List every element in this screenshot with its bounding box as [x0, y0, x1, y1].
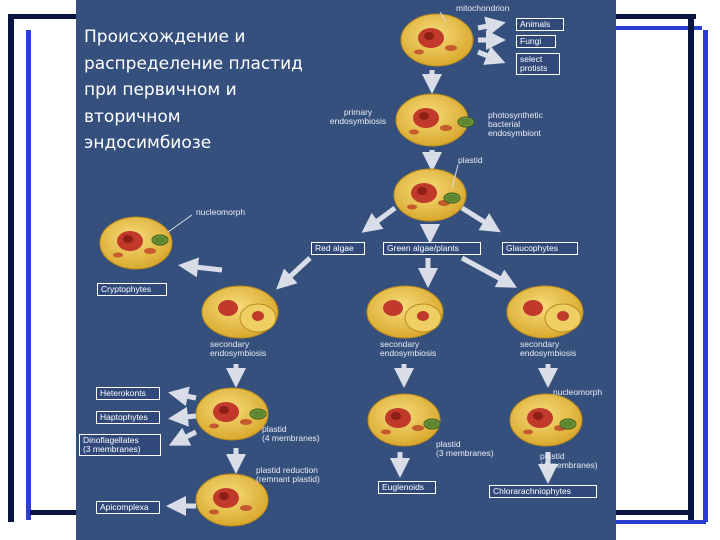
box-chlorarachniophytes: Chlorarachniophytes — [489, 485, 597, 498]
label-nucleomorph-2: nucleomorph — [553, 387, 603, 397]
box-haptophytes: Haptophytes — [96, 411, 160, 424]
frame-bar-right-blue — [703, 30, 708, 522]
cell-secondary-3 — [506, 285, 584, 339]
box-animals: Animals — [516, 18, 564, 31]
label-secondary-1: secondary endosymbiosis — [210, 339, 267, 358]
box-heterokonts: Heterokonts — [96, 387, 160, 400]
frame-bar-bottom-right-blue — [616, 520, 706, 524]
frame-bar-right-dark — [688, 14, 694, 522]
box-apicomplexa: Apicomplexa — [96, 501, 160, 514]
frame-bar-top-dark — [8, 14, 76, 19]
label-mitochondrion: mitochondrion — [456, 3, 510, 13]
frame-bar-top-right-dark — [616, 14, 696, 19]
label-primary-endosymbiosis: primary endosymbiosis — [329, 107, 387, 126]
box-cryptophytes: Cryptophytes — [97, 283, 167, 296]
arrow-animals — [477, 16, 506, 37]
box-red-algae: Red algae — [311, 242, 365, 255]
box-select-protists: select protists — [516, 53, 560, 75]
arrow-protists — [477, 46, 506, 65]
frame-bar-left-dark — [8, 14, 14, 522]
label-plastid-4-membranes-1: plastid (4 membranes) — [262, 424, 320, 443]
frame-bar-left-blue — [26, 30, 31, 520]
label-nucleomorph-1: nucleomorph — [196, 207, 246, 217]
label-secondary-2: secondary endosymbiosis — [380, 339, 437, 358]
diagram-panel — [76, 0, 616, 540]
box-glaucophytes: Glaucophytes — [502, 242, 578, 255]
cell-secondary-1 — [201, 285, 279, 339]
box-fungi: Fungi — [516, 35, 556, 48]
label-plastid-reduction: plastid reduction (remnant plastid) — [256, 465, 320, 484]
label-secondary-3: secondary endosymbiosis — [520, 339, 577, 358]
cell-primary — [395, 93, 469, 147]
cell-mitochondrion — [400, 13, 474, 67]
frame-bar-bottom-right-dark — [616, 510, 688, 515]
label-photosynthetic-endosymbiont: photosynthetic bacterial endosymbiont — [488, 110, 543, 138]
cell-secondary-2 — [366, 285, 444, 339]
label-plastid: plastid — [458, 155, 483, 165]
page-title: Происхождение и распределение пластид пр… — [84, 27, 303, 153]
label-plastid-3-membranes: plastid (3 membranes) — [436, 439, 494, 458]
box-euglenoids: Euglenoids — [378, 481, 436, 494]
box-dinoflagellates: Dinoflagellates (3 membranes) — [79, 434, 161, 456]
frame-bar-bottom-dark — [30, 510, 76, 515]
box-green-algae: Green algae/plants — [383, 242, 481, 255]
frame-bar-top-right-blue — [616, 26, 702, 30]
label-plastid-4-membranes-2: plastid (4 membranes) — [540, 451, 598, 470]
